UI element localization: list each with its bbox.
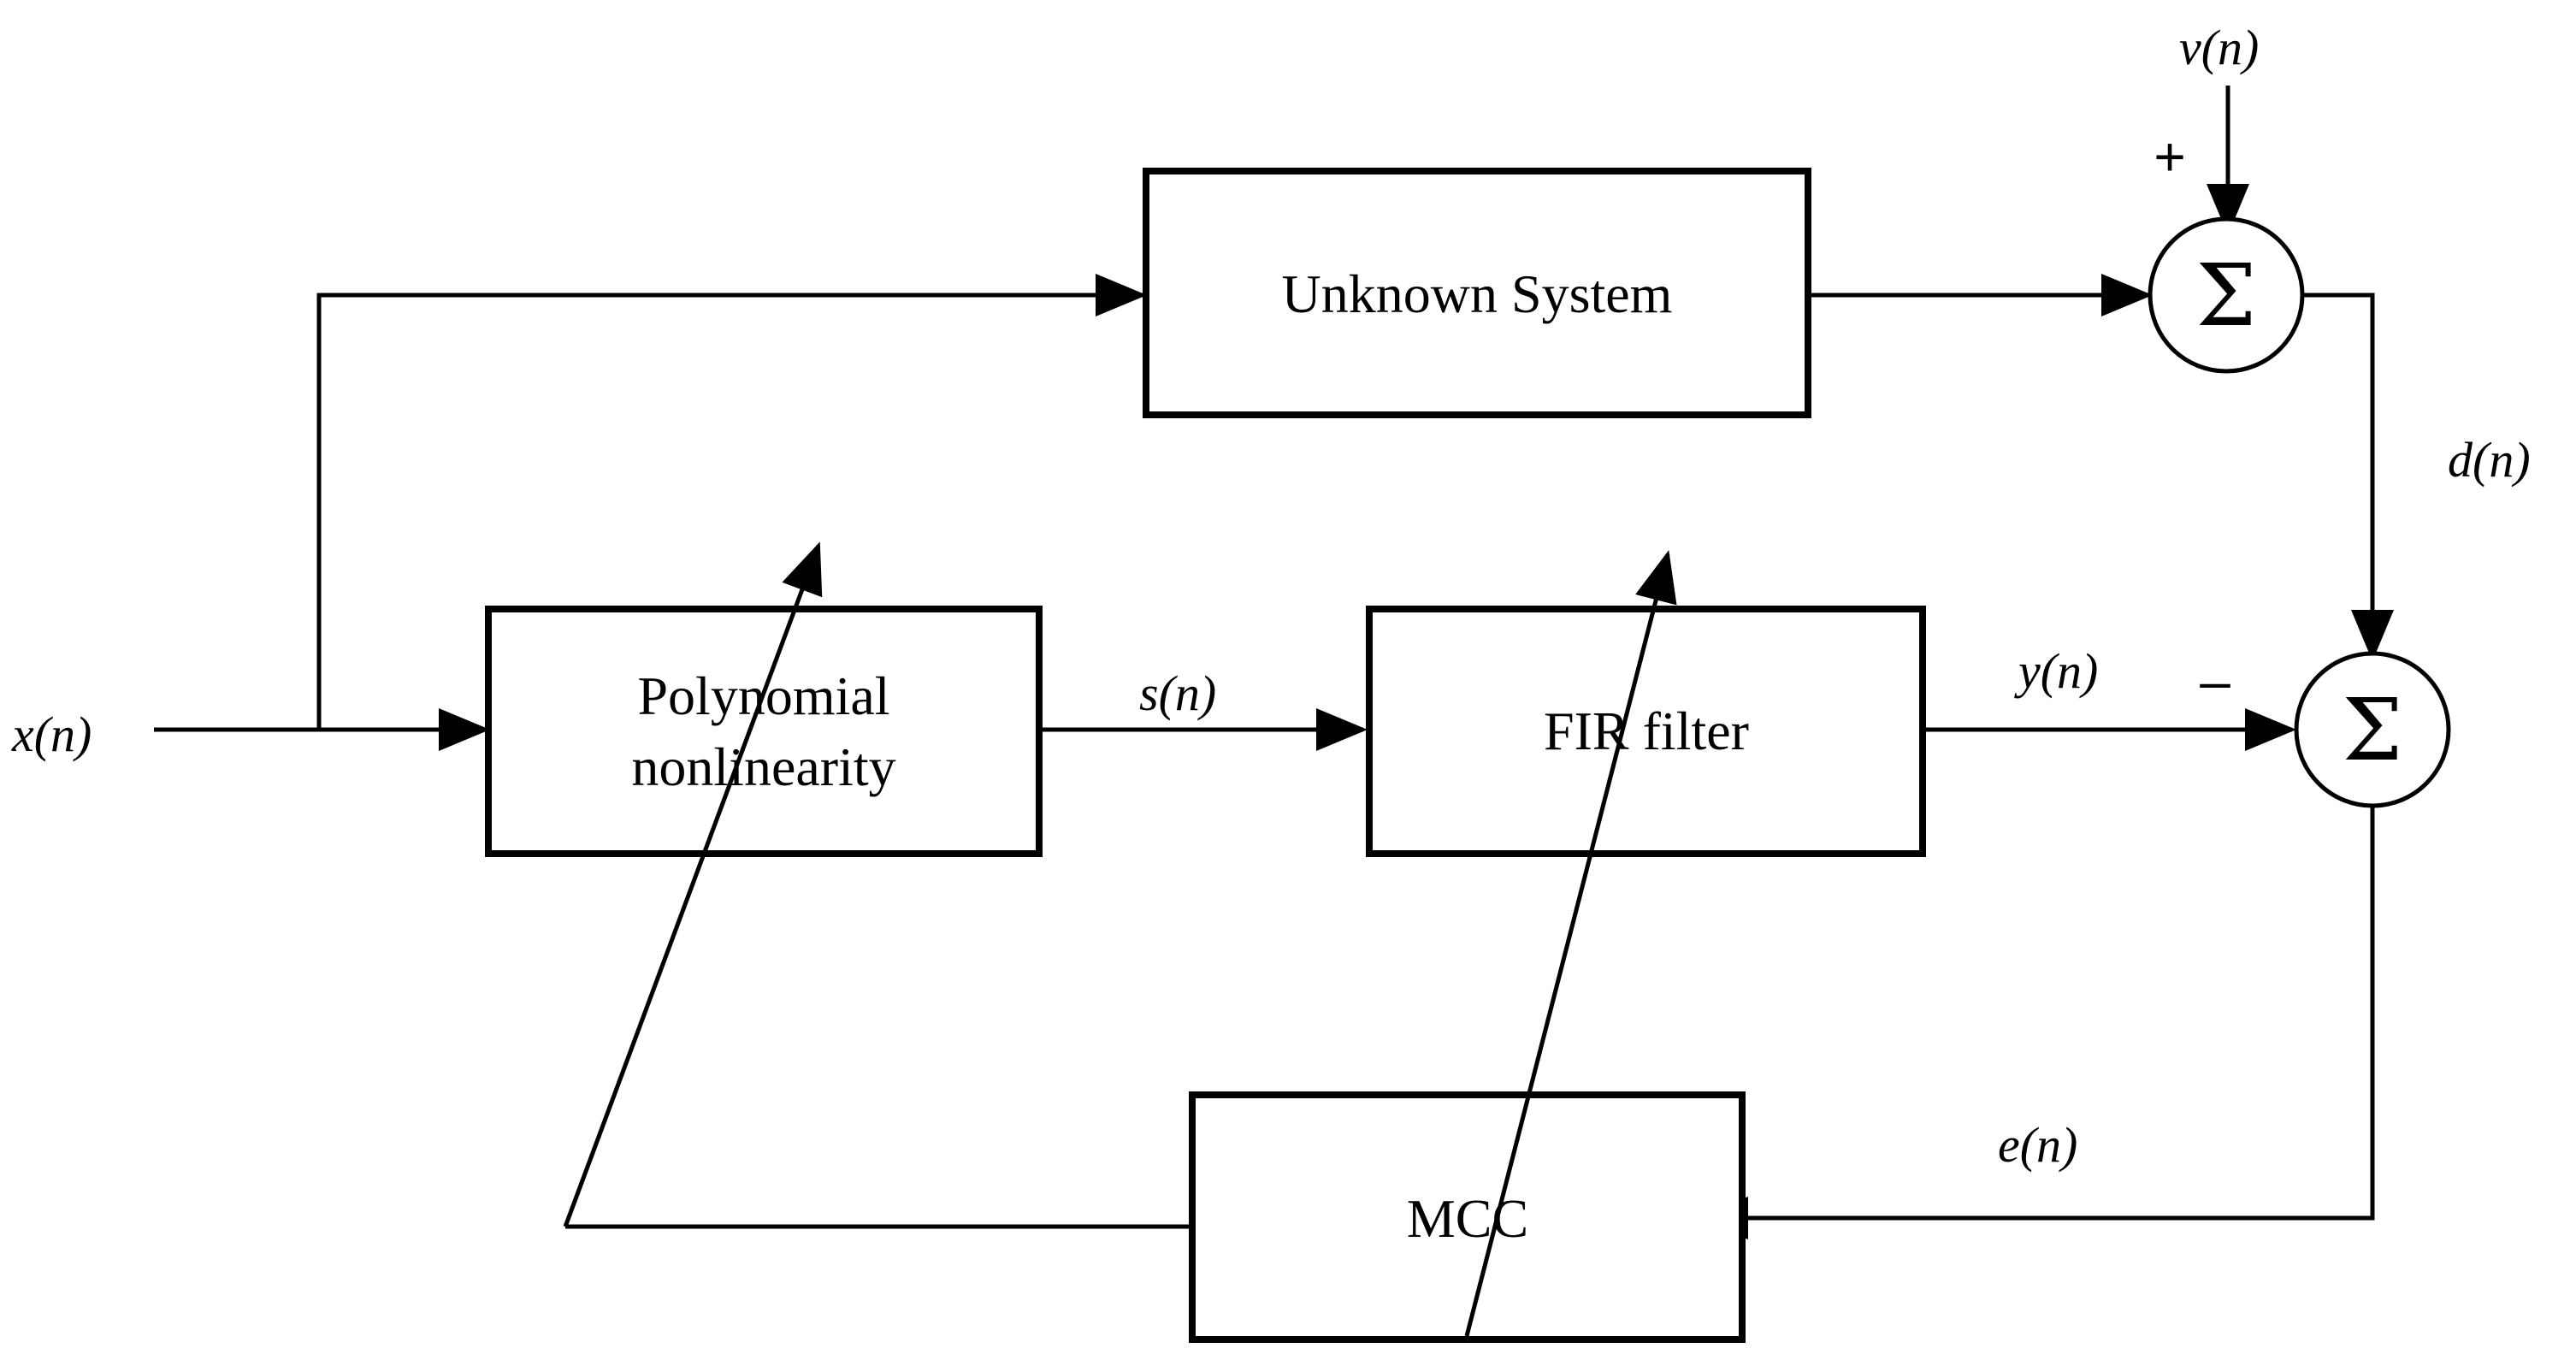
- mcc-label: MCC: [1407, 1188, 1528, 1249]
- desired-signal-label: d(n): [2448, 432, 2531, 488]
- output-signal-label: y(n): [2014, 643, 2098, 699]
- intermediate-signal-label: s(n): [1139, 665, 1216, 721]
- error-signal-wire: [1697, 804, 2375, 1239]
- polynomial-label-line1: Polynomial: [637, 665, 889, 726]
- unknown-system-block: [1143, 168, 1811, 418]
- polynomial-label-line2: nonlinearity: [631, 736, 895, 797]
- plus-sign: +: [2154, 126, 2185, 187]
- polynomial-adaptation-arrow: [563, 541, 823, 1227]
- bottom-summing-junction: [2294, 651, 2451, 808]
- fir-adaptation-arrow: [1464, 550, 1677, 1337]
- input-signal-label: x(n): [11, 707, 92, 762]
- bottom-sum-sigma-icon: Σ: [2343, 680, 2403, 780]
- top-sum-sigma-icon: Σ: [2196, 245, 2257, 346]
- unknown-system-label: Unknown System: [1282, 263, 1673, 324]
- unknown-system-input-wire: [316, 274, 1147, 730]
- error-signal-label: e(n): [1998, 1117, 2077, 1173]
- top-summing-junction: [2148, 216, 2305, 374]
- polynomial-nonlinearity-block: [485, 606, 1043, 857]
- desired-signal-wire: [2303, 293, 2394, 661]
- fir-filter-label: FIR filter: [1544, 701, 1749, 761]
- fir-filter-block: [1366, 606, 1926, 857]
- minus-sign: –: [2200, 650, 2230, 712]
- mcc-block: [1189, 1091, 1746, 1343]
- noise-signal-label: v(n): [2179, 20, 2259, 75]
